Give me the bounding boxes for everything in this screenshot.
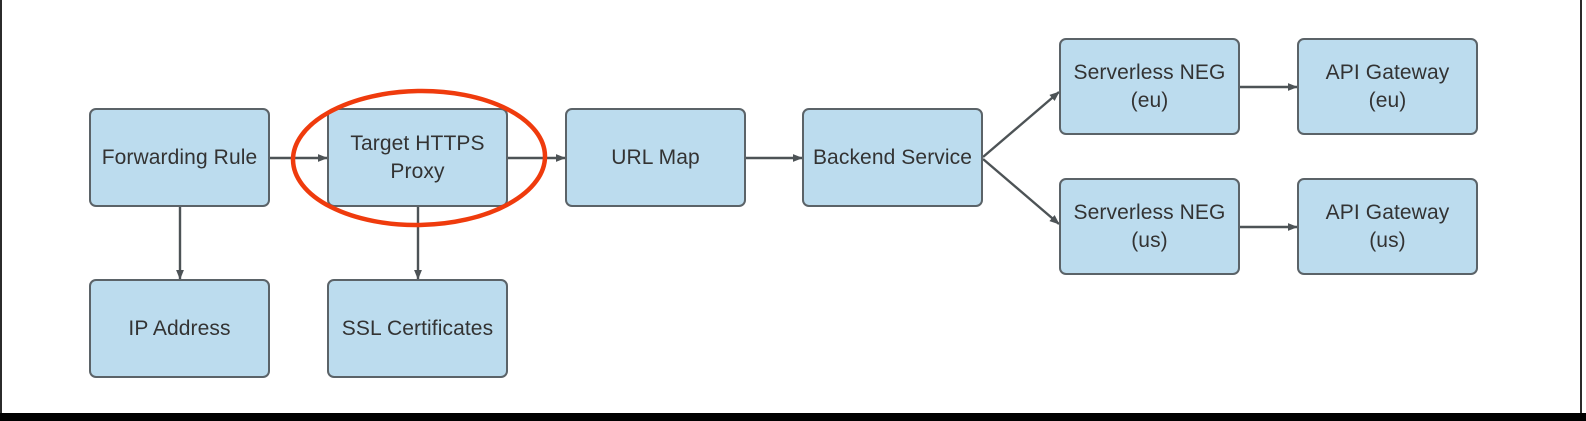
node-forwarding-rule[interactable]: Forwarding Rule: [89, 108, 270, 207]
node-api-gateway-us[interactable]: API Gateway (us): [1297, 178, 1478, 275]
frame-bar-bottom: [0, 413, 1586, 421]
node-serverless-neg-us[interactable]: Serverless NEG (us): [1059, 178, 1240, 275]
edge-backend-service-to-serverless-neg-us: [982, 158, 1060, 225]
node-ssl-certificates-label: SSL Certificates: [341, 316, 494, 340]
node-serverless-neg-eu-label: Serverless NEG (eu): [1073, 60, 1226, 112]
node-api-gateway-eu-label: API Gateway (eu): [1325, 60, 1450, 112]
node-backend-service-label: Backend Service: [812, 145, 973, 169]
node-url-map[interactable]: URL Map: [565, 108, 746, 207]
node-url-map-label: URL Map: [611, 145, 700, 169]
node-serverless-neg-us-label: Serverless NEG (us): [1073, 200, 1226, 252]
node-ip-address-label: IP Address: [128, 316, 231, 340]
node-target-https-proxy-label: Target HTTPS Proxy: [350, 131, 485, 183]
node-forwarding-rule-label: Forwarding Rule: [101, 145, 258, 169]
node-target-https-proxy[interactable]: Target HTTPS Proxy: [327, 108, 508, 207]
node-ssl-certificates[interactable]: SSL Certificates: [327, 279, 508, 378]
node-api-gateway-eu[interactable]: API Gateway (eu): [1297, 38, 1478, 135]
node-ip-address[interactable]: IP Address: [89, 279, 270, 378]
node-backend-service[interactable]: Backend Service: [802, 108, 983, 207]
frame-border-left: [0, 0, 2, 413]
edge-backend-service-to-serverless-neg-eu: [982, 91, 1060, 158]
node-serverless-neg-eu[interactable]: Serverless NEG (eu): [1059, 38, 1240, 135]
frame-border-right: [1580, 0, 1582, 413]
node-api-gateway-us-label: API Gateway (us): [1325, 200, 1450, 252]
